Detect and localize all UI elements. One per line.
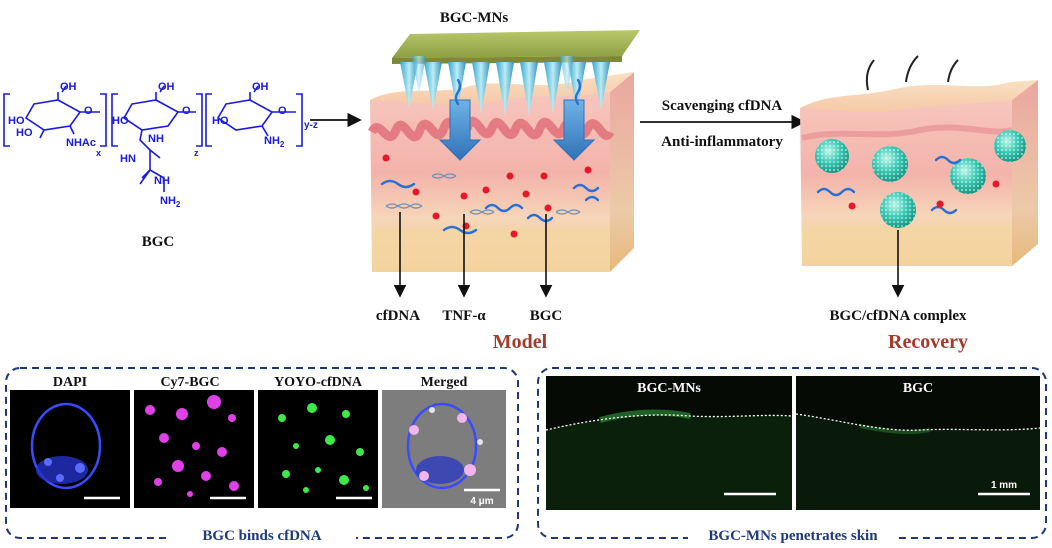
panel-label-bgc-mns: BGC-MNs: [637, 381, 701, 396]
chem-ho-1: HO: [8, 115, 25, 127]
panel-label-bgc: BGC: [903, 381, 933, 396]
image-bgc-mns-skin: BGC-MNs: [545, 376, 793, 510]
binding-caption: BGC binds cfDNA: [202, 528, 321, 544]
image-yoyo: [258, 390, 378, 508]
chem-nh-link: NH: [148, 133, 164, 145]
panel-label-yoyo: YOYO-cfDNA: [274, 375, 363, 390]
scale-label-1mm: 1 mm: [991, 480, 1017, 491]
chem-sub-z: z: [194, 148, 199, 158]
delivery-arrows: [438, 99, 596, 161]
model-label-tnf: TNF-α: [442, 308, 486, 324]
image-cy7: [134, 390, 254, 508]
image-dapi: [10, 390, 130, 508]
recovery-contents: [815, 130, 1026, 228]
chem-oh-3: OH: [252, 81, 269, 93]
arrow-label-scavenging: Scavenging cfDNA: [662, 98, 783, 114]
penetration-caption: BGC-MNs penetrates skin: [708, 528, 878, 544]
recovery-label-complex: BGC/cfDNA complex: [829, 308, 967, 324]
image-merged: 4 μm: [382, 390, 506, 508]
model-title: Model: [493, 331, 548, 353]
chem-nh-guan: NH: [154, 175, 170, 187]
model-label-cfdna: cfDNA: [376, 308, 420, 324]
bgc-chemical-structure: [3, 85, 362, 192]
chem-o-1: O: [84, 105, 93, 117]
recovery-title: Recovery: [888, 331, 968, 353]
chem-o-3: O: [278, 105, 287, 117]
chem-oh-2: OH: [158, 81, 175, 93]
model-pointers: [393, 212, 553, 298]
chem-ho-4: HO: [212, 115, 229, 127]
mn-label: BGC-MNs: [440, 10, 508, 26]
chem-ho-2: HO: [16, 127, 33, 139]
binding-panel: DAPI Cy7-BGC YOYO-cfDNA Merged: [5, 367, 519, 545]
penetration-panel: BGC-MNs 1 mm BGC BGC-MNs penetrates skin: [537, 367, 1047, 545]
model-contents: [380, 78, 600, 238]
scale-label-4um: 4 μm: [470, 496, 493, 507]
model-label-bgc: BGC: [530, 308, 563, 324]
chem-ho-3: HO: [112, 115, 129, 127]
chem-nhac: NHAc: [66, 137, 96, 149]
recovery-skin-block: [800, 55, 1038, 266]
panel-label-merged: Merged: [421, 375, 468, 390]
chem-name: BGC: [142, 234, 175, 250]
bgc-chemical-labels: OH HO HO NHAc O x OH HO O NH HN NH NH2 z…: [8, 81, 318, 209]
chem-sub-x: x: [96, 148, 101, 158]
chem-oh-1: OH: [60, 81, 77, 93]
model-skin-block: [367, 72, 634, 272]
panel-label-cy7: Cy7-BGC: [160, 375, 219, 390]
chem-nh2-guan: NH2: [160, 195, 181, 209]
arrow-label-antiinflammatory: Anti-inflammatory: [661, 134, 783, 150]
image-bgc-skin: 1 mm BGC: [795, 376, 1041, 510]
panel-label-dapi: DAPI: [53, 375, 87, 390]
chem-nh2-ring: NH2: [264, 135, 285, 149]
microneedle-patch: [392, 30, 640, 116]
chem-hn-guan: HN: [120, 153, 136, 165]
chem-sub-yz: y-z: [304, 120, 318, 131]
chem-o-2: O: [182, 105, 191, 117]
